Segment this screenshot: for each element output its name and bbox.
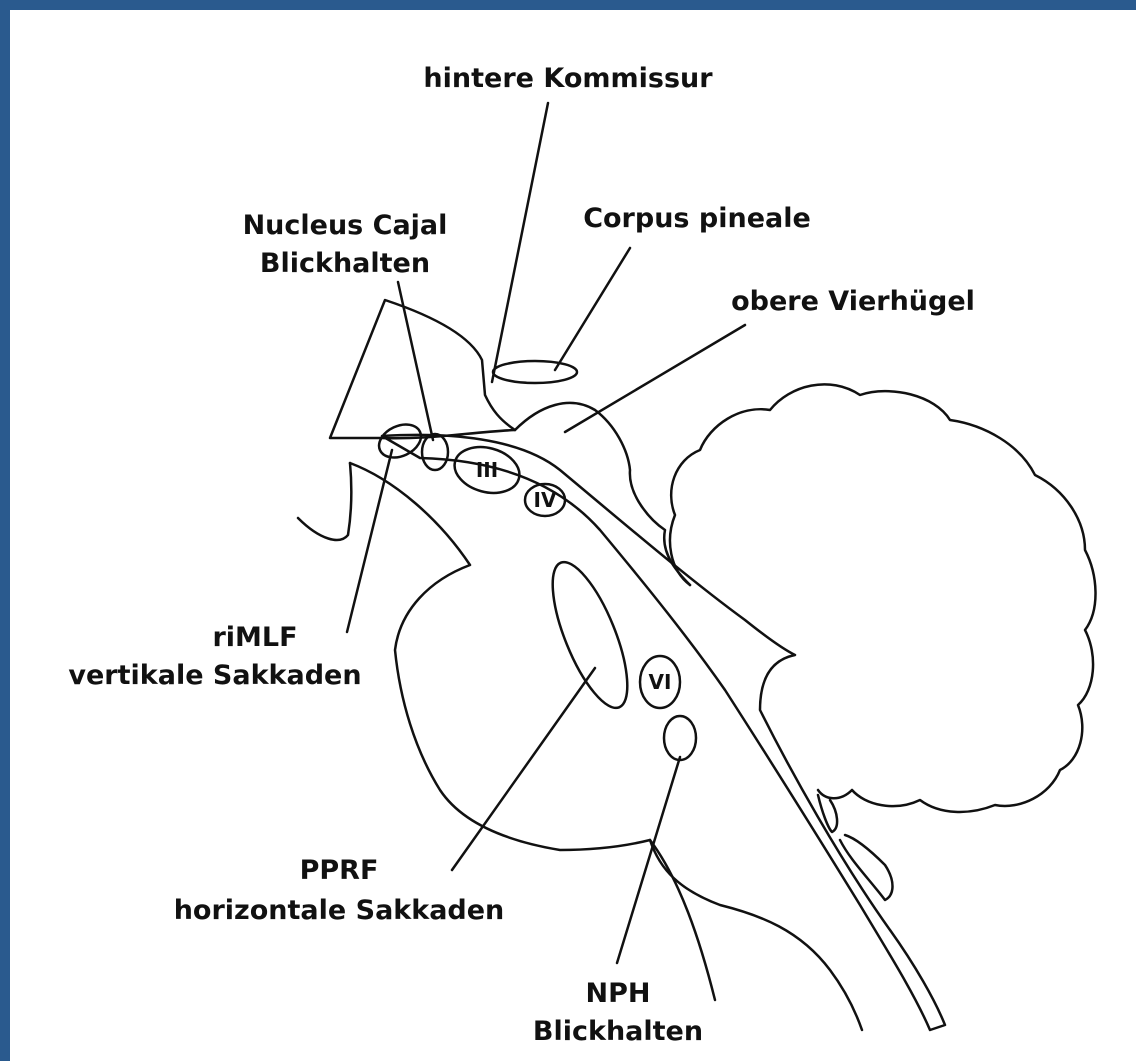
label-obere-vierhuegel: obere Vierhügel: [731, 286, 975, 317]
pretectal-shaded-area: [330, 300, 515, 438]
leader-pprf: [452, 668, 595, 870]
nucleus-iii-label: III: [476, 458, 498, 482]
leader-obere-vierhuegel: [565, 325, 745, 432]
label-pprf-line2: horizontale Sakkaden: [174, 895, 505, 926]
label-pprf-line1: PPRF: [300, 855, 379, 886]
diencephalon-outline: [298, 463, 351, 540]
label-rimlf-line2: vertikale Sakkaden: [68, 660, 361, 691]
cajal-nucleus: [422, 434, 448, 470]
cerebellum-fold: [818, 795, 837, 832]
leader-corpus-pineale: [555, 248, 630, 370]
nph-nucleus: [664, 716, 696, 760]
pprf-nucleus: [538, 553, 643, 716]
label-nph-line1: NPH: [586, 978, 651, 1009]
leader-hintere-kommissur: [492, 103, 548, 382]
label-hintere-kommissur: hintere Kommissur: [423, 63, 713, 94]
nucleus-iv-label: IV: [534, 488, 557, 512]
label-nucleus-cajal-line2: Blickhalten: [260, 248, 430, 279]
leader-rimlf: [347, 450, 392, 632]
brainstem-diagram: III IV VI hintere Kommissur Corpus pinea…: [10, 10, 1136, 1061]
brainstem-ventral-outline: [350, 463, 862, 1030]
pons-inner-curve: [650, 840, 715, 1000]
label-nucleus-cajal-line1: Nucleus Cajal: [243, 210, 448, 241]
corpus-pineale-shape: [493, 361, 577, 383]
label-rimlf-line1: riMLF: [212, 622, 297, 653]
diagram-frame: III IV VI hintere Kommissur Corpus pinea…: [10, 10, 1136, 1061]
leader-nph: [617, 757, 680, 963]
nucleus-vi-label: VI: [649, 670, 672, 694]
leader-nucleus-cajal: [398, 282, 433, 440]
label-corpus-pineale: Corpus pineale: [583, 203, 811, 234]
label-nph-line2: Blickhalten: [533, 1016, 703, 1047]
cerebellum-outline: [670, 384, 1096, 812]
